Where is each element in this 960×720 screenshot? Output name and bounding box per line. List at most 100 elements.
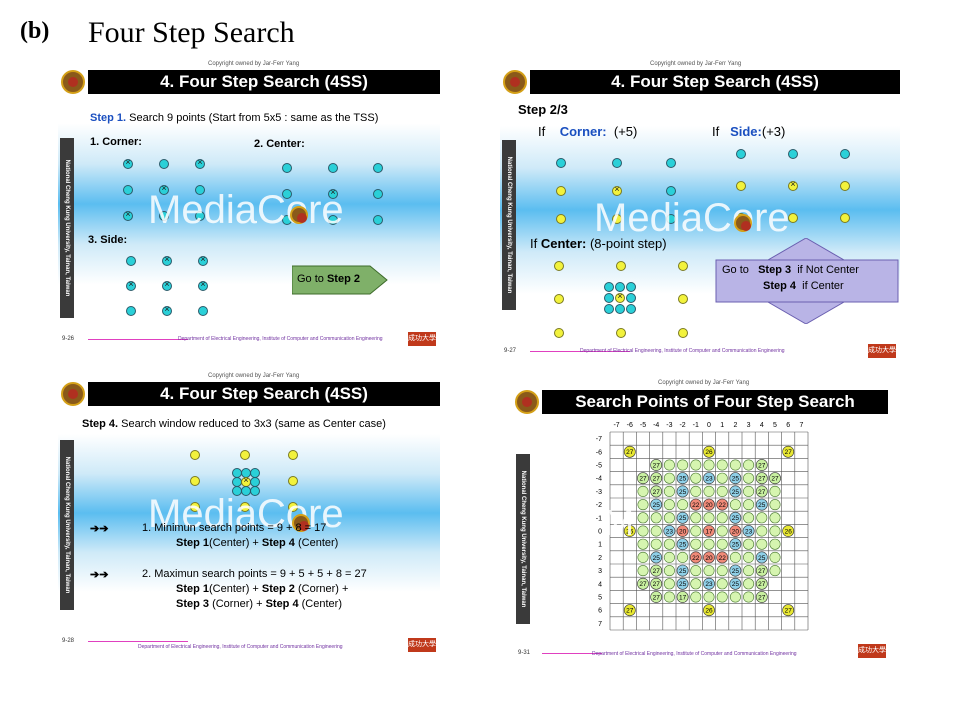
labeled-search-point — [703, 525, 715, 537]
search-point-label: 23 — [705, 476, 713, 483]
labeled-search-point — [716, 498, 729, 511]
footer-line — [88, 641, 188, 642]
center-rule: If Center: (8-point step) — [530, 236, 667, 251]
search-point — [282, 163, 292, 173]
sidebar-university: National Cheng Kung University, Tainan, … — [502, 140, 516, 310]
mediacore-watermark: MediaCore — [148, 188, 344, 232]
search-point — [637, 485, 649, 497]
search-point — [288, 476, 298, 486]
search-point-label: 27 — [653, 462, 661, 469]
university-stamp: 成功大學 — [858, 644, 886, 658]
max-search-detail-1: Step 1(Center) + Step 2 (Corner) + — [176, 583, 349, 595]
step-label: Step 1. — [90, 112, 127, 124]
sidebar-university: National Cheng Kung University, Tainan, … — [516, 454, 530, 624]
search-point — [288, 450, 298, 460]
search-point-label: 25 — [732, 476, 740, 483]
search-point — [240, 502, 250, 512]
search-point — [162, 254, 172, 266]
labeled-search-point — [755, 577, 768, 590]
search-point — [637, 551, 649, 563]
x-tick-label: -7 — [613, 422, 619, 429]
x-tick-label: -4 — [653, 422, 659, 429]
search-point-label: 22 — [719, 555, 727, 562]
y-tick-label: -7 — [596, 436, 602, 443]
search-point-label: 27 — [653, 489, 661, 496]
mediacore-logo-icon — [290, 206, 308, 224]
double-arrow-icon — [715, 237, 899, 325]
slide-background — [58, 60, 440, 348]
labeled-search-point — [676, 538, 689, 551]
search-point — [703, 565, 715, 577]
search-point-label: 25 — [679, 476, 687, 483]
search-point-label: 25 — [679, 568, 687, 575]
x-tick-label: 1 — [720, 422, 724, 429]
labeled-search-point — [676, 591, 689, 603]
go-to-step-3-4-panel: Go to Step 3 if Not Center Step 4 if Cen… — [714, 237, 900, 325]
search-point — [663, 485, 675, 497]
figure-title: Four Step Search — [88, 16, 295, 49]
search-point — [123, 185, 133, 195]
search-point — [678, 328, 688, 338]
search-point — [769, 538, 781, 550]
copyright-note: Copyright owned by Jar-Ferr Yang — [208, 61, 300, 67]
center-cluster — [604, 282, 636, 314]
department-name: Department of Electrical Engineering, In… — [138, 644, 343, 650]
search-point-label: 27 — [758, 476, 766, 483]
slide-background — [58, 372, 440, 654]
labeled-search-point — [703, 577, 715, 590]
search-point — [123, 157, 133, 169]
search-point — [123, 209, 133, 221]
search-point-label: 27 — [758, 594, 766, 601]
footer-line — [530, 351, 630, 352]
search-point — [729, 591, 741, 603]
arrow-shape-icon — [291, 265, 388, 295]
search-point-label: 27 — [771, 476, 779, 483]
search-point — [126, 279, 136, 291]
labeled-search-point — [676, 485, 689, 498]
search-point — [373, 215, 383, 225]
search-point — [716, 485, 728, 497]
arrow-bullet-icon: ➔➔ — [90, 569, 109, 581]
search-point — [690, 525, 702, 537]
labeled-search-point — [729, 472, 742, 485]
search-point-label: 17 — [679, 594, 687, 601]
search-point — [162, 279, 172, 291]
side-label: 3. Side: — [88, 234, 128, 246]
labeled-search-point — [650, 498, 663, 511]
y-tick-label: 5 — [598, 595, 602, 602]
labeled-search-point — [755, 564, 768, 577]
search-point — [328, 187, 338, 199]
search-point-label: 23 — [745, 528, 753, 535]
labeled-search-point — [755, 459, 768, 471]
search-point-label: 26 — [705, 608, 713, 615]
search-point-label: 25 — [679, 515, 687, 522]
university-seal-icon — [61, 70, 85, 94]
search-point-label: 27 — [758, 568, 766, 575]
department-name: Department of Electrical Engineering, In… — [580, 348, 785, 354]
search-point — [729, 551, 741, 563]
department-name: Department of Electrical Engineering, In… — [178, 336, 383, 342]
labeled-search-point — [729, 511, 742, 524]
search-point — [716, 591, 728, 603]
search-point — [663, 472, 675, 484]
search-point — [729, 499, 741, 511]
search-point — [663, 565, 675, 577]
search-point-label: 27 — [758, 462, 766, 469]
search-point-label: 22 — [692, 555, 700, 562]
go-to-step-2-button[interactable]: Go to Step 2 — [291, 265, 388, 295]
search-point-label: 27 — [639, 581, 647, 588]
search-point — [769, 551, 781, 563]
search-point — [198, 254, 208, 266]
search-point-label: 26 — [785, 528, 793, 535]
mediacore-watermark: MediaCore — [148, 492, 344, 536]
step-1-heading: Step 1. Search 9 points (Start from 5x5 … — [90, 112, 378, 124]
max-search-detail-2: Step 3 (Corner) + Step 4 (Center) — [176, 598, 342, 610]
page-number: 9-28 — [62, 638, 75, 644]
labeled-search-point — [729, 538, 742, 551]
slide-title: Search Points of Four Step Search — [542, 390, 888, 414]
labeled-search-point — [623, 445, 636, 458]
search-point — [769, 499, 781, 511]
labeled-search-point — [716, 551, 729, 564]
search-point — [743, 538, 755, 550]
